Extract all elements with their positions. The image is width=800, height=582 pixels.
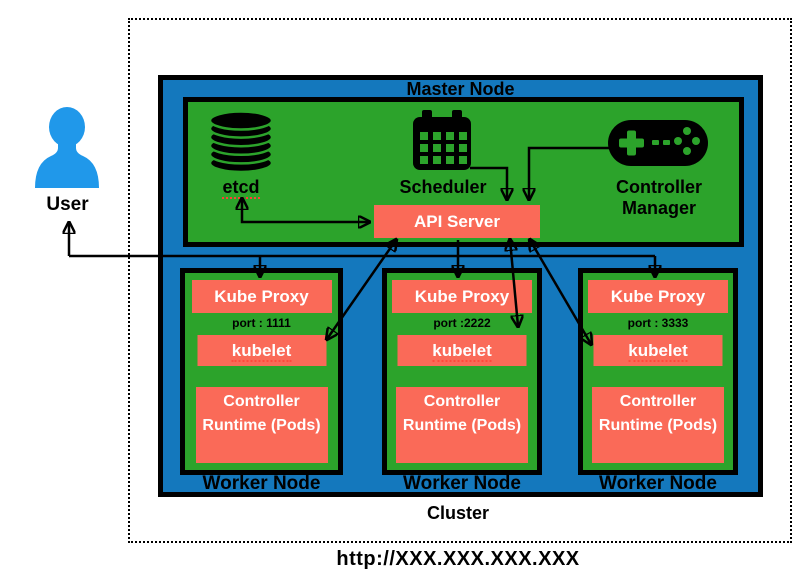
- scheduler-calendar-icon: [413, 110, 471, 170]
- cluster-label: Cluster: [426, 503, 489, 523]
- user-icon: [35, 107, 99, 188]
- kubelet-box: kubelet: [593, 335, 723, 366]
- controller-runtime-box: Controller Runtime (Pods): [592, 387, 724, 463]
- worker-node-3-title: Worker Node: [599, 473, 717, 494]
- worker-node-1-title: Worker Node: [202, 473, 321, 494]
- kubelet-label: kubelet: [628, 341, 688, 362]
- cluster-address-label: http://XXX.XXX.XXX.XXX: [336, 548, 580, 570]
- kube-proxy-box: Kube Proxy: [392, 280, 532, 313]
- etcd-label-text: etcd: [222, 177, 260, 199]
- cluster-boundary: [128, 18, 792, 543]
- kube-proxy-box: Kube Proxy: [588, 280, 728, 313]
- kubelet-label: kubelet: [231, 341, 292, 362]
- master-node-title: Master Node: [406, 79, 515, 99]
- worker-node-1-box: Kube Proxy port : 1111 kubelet Controlle…: [180, 268, 343, 475]
- worker-node-3-box: Kube Proxy port : 3333 kubelet Controlle…: [578, 268, 738, 475]
- kubelet-label: kubelet: [432, 341, 492, 362]
- controller-manager-label: Controller Manager: [615, 177, 702, 218]
- port-label: port :2222: [433, 316, 491, 330]
- kubelet-box: kubelet: [197, 335, 326, 366]
- worker-node-2-box: Kube Proxy port :2222 kubelet Controller…: [382, 268, 542, 475]
- kube-proxy-box: Kube Proxy: [191, 280, 332, 313]
- controller-runtime-box: Controller Runtime (Pods): [195, 387, 328, 463]
- etcd-database-icon: [208, 110, 274, 174]
- controller-manager-gamepad-icon: [608, 120, 708, 166]
- port-label: port : 3333: [627, 316, 689, 330]
- worker-node-2-title: Worker Node: [403, 473, 521, 494]
- api-server-box: API Server: [374, 205, 540, 238]
- etcd-label: etcd: [198, 177, 284, 199]
- controller-runtime-box: Controller Runtime (Pods): [396, 387, 528, 463]
- user-label: User: [46, 194, 89, 215]
- kubelet-box: kubelet: [397, 335, 527, 366]
- scheduler-label: Scheduler: [399, 177, 487, 197]
- port-label: port : 1111: [232, 316, 291, 330]
